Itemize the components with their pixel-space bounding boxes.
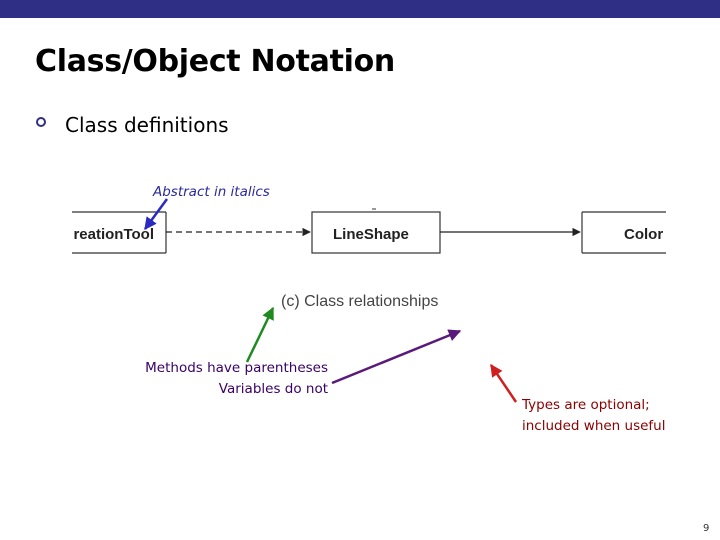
diagram-caption: (c) Class relationships xyxy=(281,293,438,310)
top-bar xyxy=(0,0,720,18)
variables-arrow xyxy=(331,329,462,385)
bullet-class-definitions: Class definitions xyxy=(65,113,229,137)
page-number: 9 xyxy=(703,523,710,534)
annotation-methods: Methods have parentheses xyxy=(145,360,328,376)
class-box-color: Color xyxy=(581,211,666,254)
annotation-methods-variables: Methods have parentheses Variables do no… xyxy=(90,358,328,400)
annotation-types: Types are optional; included when useful xyxy=(522,395,665,437)
class-box-lineshape: LineShape xyxy=(311,211,441,254)
annotation-types-line2: included when useful xyxy=(522,418,666,434)
types-arrow xyxy=(489,363,518,403)
class-box-lineshape-label: LineShape xyxy=(333,226,409,243)
annotation-variables: Variables do not xyxy=(218,381,328,397)
class-box-creationtool: reationTool xyxy=(72,211,167,254)
abstract-arrow xyxy=(143,198,169,231)
slide-title: Class/Object Notation xyxy=(35,44,395,79)
class-box-color-label: Color xyxy=(624,226,663,243)
annotation-types-line1: Types are optional; xyxy=(522,397,650,413)
bullet-icon xyxy=(36,117,46,127)
class-box-creationtool-label: reationTool xyxy=(73,226,154,243)
annotation-abstract: Abstract in italics xyxy=(153,184,270,200)
methods-arrow xyxy=(245,306,275,363)
